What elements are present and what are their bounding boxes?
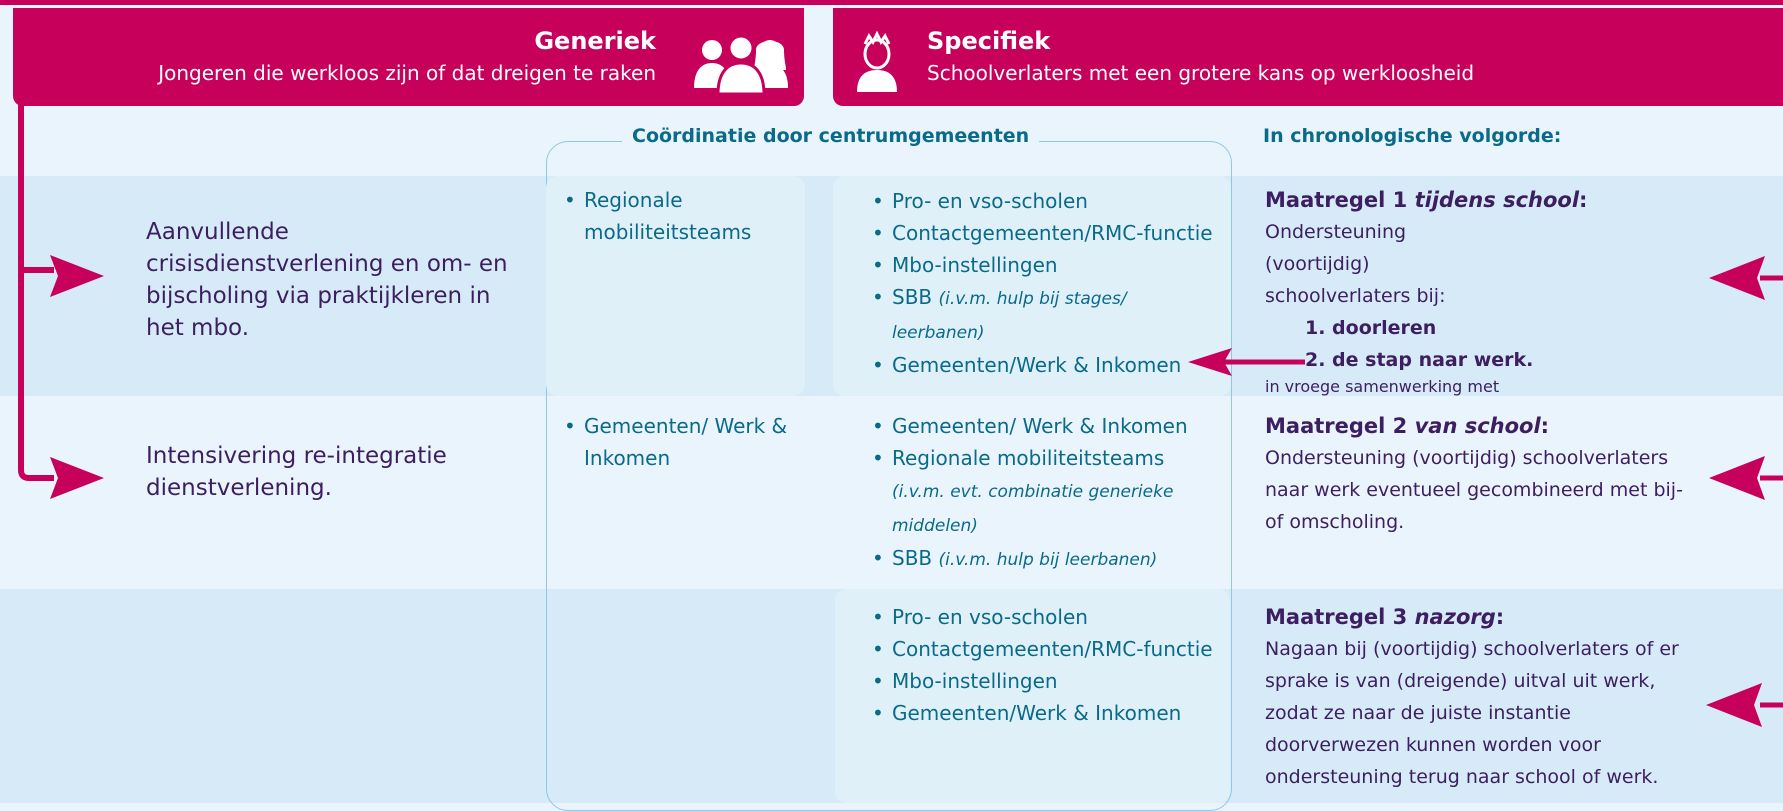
measure-title-emphasis: nazorg: [1414, 605, 1496, 629]
arrow-head-icon: [1188, 348, 1232, 376]
specific-header: Specifiek Schoolverlaters met een groter…: [833, 8, 1783, 106]
measure-step: 2. de stap naar werk.: [1305, 349, 1534, 371]
list-item-text: Gemeenten/Werk & Inkomen: [892, 701, 1182, 725]
measure-2: Maatregel 2 van school: Ondersteuning (v…: [1265, 410, 1705, 538]
list-item: Regionale mobiliteitsteams (i.v.m. evt. …: [870, 442, 1182, 542]
list-item-note: (i.v.m. evt. combinatie generieke middel…: [892, 482, 1174, 536]
measure-body: Nagaan bij (voortijdig) schoolverlaters …: [1265, 638, 1679, 788]
list-item: Contactgemeenten/RMC-functie: [870, 633, 1230, 665]
list-item-text: Regionale mobiliteitsteams: [892, 446, 1165, 470]
arrow-head-icon: [1706, 683, 1762, 727]
measure-body: Ondersteuning (voortijdig) schoolverlate…: [1265, 221, 1446, 307]
chronology-title: In chronologische volgorde:: [1253, 123, 1572, 149]
specific-title: Specifiek: [927, 27, 1051, 55]
list-item-text: Mbo-instellingen: [892, 253, 1058, 277]
list-item-text: Mbo-instellingen: [892, 669, 1058, 693]
list-item-text: Gemeenten/ Werk & Inkomen: [892, 414, 1188, 438]
list-item: SBB (i.v.m. hulp bij stages/ leerbanen): [870, 281, 1142, 349]
coord-specific-list: Gemeenten/ Werk & Inkomen Regionale mobi…: [870, 410, 1210, 576]
measure-step: 1. doorleren: [1305, 317, 1437, 339]
arrow-head-icon: [1709, 456, 1765, 500]
coord-specific-list: Pro- en vso-scholen Contactgemeenten/RMC…: [870, 185, 1230, 381]
coord-generic-list: Gemeenten/ Werk & Inkomen: [562, 410, 802, 474]
coord-generic-list: Regionale mobiliteitsteams: [562, 184, 802, 248]
measure-title-colon: :: [1540, 414, 1550, 438]
list-item-text: SBB: [892, 546, 933, 570]
measure-1: Maatregel 1 tijdens school: Ondersteunin…: [1265, 184, 1705, 398]
measure-title: Maatregel 2 van school:: [1265, 410, 1705, 442]
specific-subtitle: Schoolverlaters met een grotere kans op …: [927, 61, 1475, 85]
list-item: SBB (i.v.m. hulp bij leerbanen): [870, 542, 1210, 576]
list-item-text: Contactgemeenten/RMC-functie: [892, 221, 1213, 245]
list-item: Gemeenten/ Werk & Inkomen: [870, 410, 1210, 442]
measure-title-text: Maatregel 3: [1265, 605, 1408, 629]
measure-title: Maatregel 3 nazorg:: [1265, 601, 1705, 633]
list-item-note: (i.v.m. hulp bij leerbanen): [938, 550, 1158, 570]
list-item: Contactgemeenten/RMC-functie: [870, 217, 1230, 249]
coord-specific-list: Pro- en vso-scholen Contactgemeenten/RMC…: [870, 601, 1230, 729]
measure-title: Maatregel 1 tijdens school:: [1265, 184, 1705, 216]
arrow-head-icon: [50, 457, 104, 499]
measure-body: Ondersteuning (voortijdig) schoolverlate…: [1265, 447, 1683, 533]
list-item-text: Pro- en vso-scholen: [892, 605, 1088, 629]
generic-subtitle: Jongeren die werkloos zijn of dat dreige…: [158, 61, 656, 85]
list-item: Regionale mobiliteitsteams: [562, 184, 802, 248]
measure-title-colon: :: [1579, 188, 1588, 212]
list-item-text: SBB: [892, 285, 933, 309]
list-item: Pro- en vso-scholen: [870, 601, 1230, 633]
measure-title-emphasis: tijdens school: [1414, 188, 1580, 212]
list-item-text: Gemeenten/Werk & Inkomen: [892, 353, 1182, 377]
generic-row-1-text: Aanvullende crisisdienstverlening en om-…: [146, 219, 508, 341]
top-accent-line: [0, 0, 1783, 5]
measure-note: in vroege samenwerking met: [1265, 377, 1500, 396]
measure-title-emphasis: van school: [1414, 414, 1541, 438]
generic-title: Generiek: [534, 27, 656, 55]
list-item-text: Contactgemeenten/RMC-functie: [892, 637, 1213, 661]
people-group-icon: [694, 34, 788, 96]
list-item: Pro- en vso-scholen: [870, 185, 1230, 217]
list-item: Mbo-instellingen: [870, 665, 1230, 697]
list-item: Gemeenten/Werk & Inkomen: [870, 349, 1230, 381]
generic-header: Generiek Jongeren die werkloos zijn of d…: [13, 8, 804, 106]
list-item-note: (i.v.m. hulp bij stages/ leerbanen): [892, 289, 1127, 343]
list-item: Gemeenten/Werk & Inkomen: [870, 697, 1230, 729]
list-item-text: Pro- en vso-scholen: [892, 189, 1088, 213]
arrow-head-icon: [50, 255, 104, 297]
measure-title-colon: :: [1495, 605, 1505, 629]
measure-title-text: Maatregel 1: [1265, 188, 1408, 212]
measure-title-text: Maatregel 2: [1265, 414, 1408, 438]
coordination-title: Coördinatie door centrumgemeenten: [622, 123, 1040, 149]
measure-3: Maatregel 3 nazorg: Nagaan bij (voortijd…: [1265, 601, 1705, 793]
generic-row-2-text: Intensivering re-integratie dienstverlen…: [146, 443, 447, 501]
arrow-head-icon: [1709, 256, 1765, 300]
young-person-icon: [857, 30, 897, 92]
list-item: Gemeenten/ Werk & Inkomen: [562, 410, 802, 474]
list-item: Mbo-instellingen: [870, 249, 1230, 281]
